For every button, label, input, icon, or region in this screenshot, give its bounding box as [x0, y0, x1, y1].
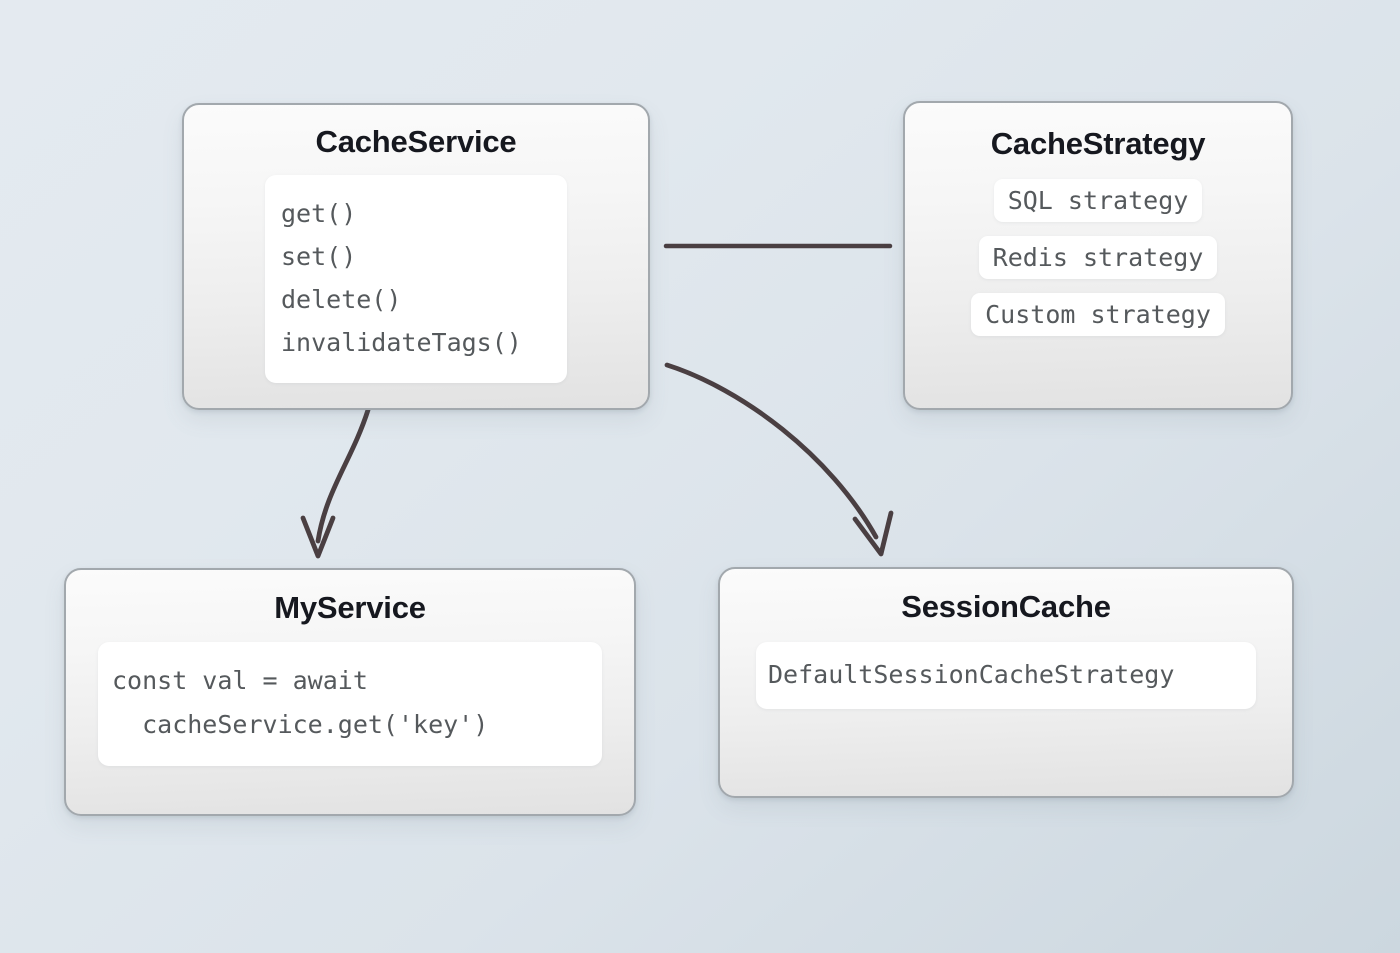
node-cachestrategy-title: CacheStrategy	[990, 126, 1206, 161]
node-cacheservice-title: CacheService	[315, 124, 517, 159]
cacheservice-method-list: get() set() delete() invalidateTags()	[265, 175, 567, 383]
node-myservice[interactable]: MyService const val = await cacheService…	[64, 568, 636, 816]
node-cacheservice[interactable]: CacheService get() set() delete() invali…	[182, 103, 650, 410]
myservice-code-block: const val = await cacheService.get('key'…	[98, 642, 602, 766]
arrowhead-sessioncache	[852, 510, 894, 557]
node-myservice-title: MyService	[274, 590, 426, 625]
code-line: const val = await	[112, 666, 368, 695]
method-item: invalidateTags()	[281, 328, 522, 357]
strategy-pill: SQL strategy	[993, 179, 1203, 222]
arrowhead-myservice	[300, 515, 336, 559]
edge-cacheservice-myservice	[315, 407, 371, 544]
cachestrategy-strategy-list: SQL strategy Redis strategy Custom strat…	[971, 179, 1225, 336]
method-item: delete()	[281, 285, 402, 314]
node-cachestrategy[interactable]: CacheStrategy SQL strategy Redis strateg…	[903, 101, 1293, 410]
code-line: cacheService.get('key')	[112, 710, 489, 739]
code-line: DefaultSessionCacheStrategy	[768, 660, 1175, 689]
sessioncache-code-block: DefaultSessionCacheStrategy	[756, 642, 1256, 709]
edge-cacheservice-sessioncache	[664, 362, 879, 540]
node-sessioncache-title: SessionCache	[901, 589, 1111, 624]
method-item: set()	[281, 242, 357, 271]
strategy-pill: Redis strategy	[978, 236, 1218, 279]
method-item: get()	[281, 199, 357, 228]
node-sessioncache[interactable]: SessionCache DefaultSessionCacheStrategy	[718, 567, 1294, 798]
strategy-pill: Custom strategy	[971, 293, 1225, 336]
